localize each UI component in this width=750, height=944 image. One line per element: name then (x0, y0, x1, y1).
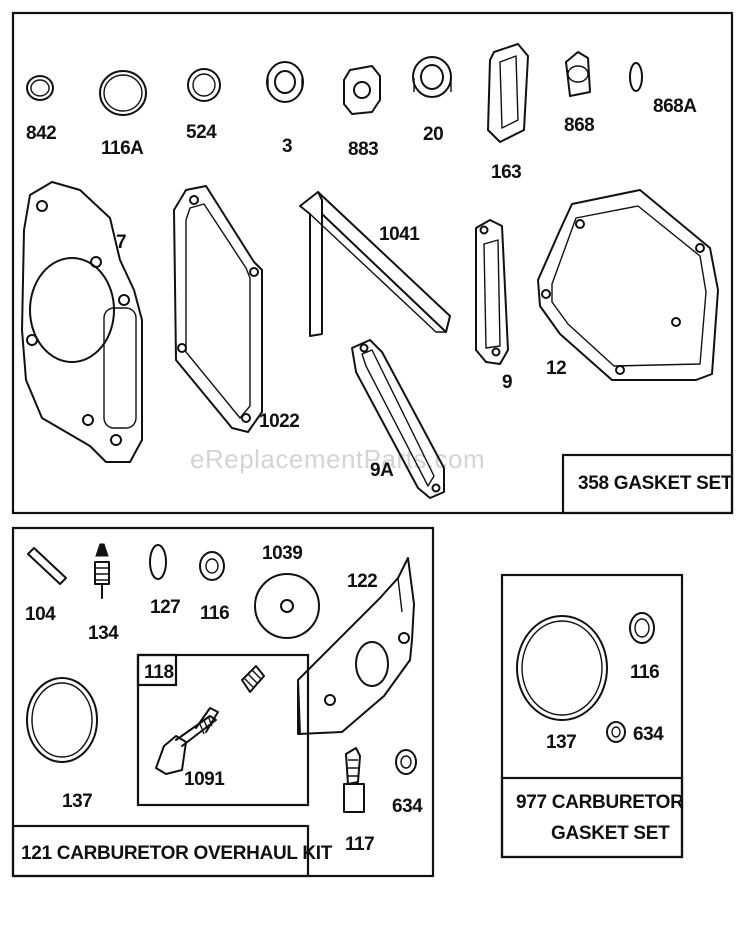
label-634: 634 (392, 796, 423, 817)
ring-116A-drawing (99, 70, 147, 116)
ring-137-drawing (26, 677, 98, 763)
label-116b: 116 (630, 662, 659, 683)
ring-116b-drawing (629, 612, 655, 644)
carb-gasket-title-1: 977 CARBURETOR (516, 792, 684, 813)
ring-634-drawing (395, 749, 417, 775)
ring-116-drawing (199, 551, 225, 581)
key-1041-drawing (299, 191, 451, 337)
gasket-set-title: 358 GASKET SET (578, 473, 733, 494)
label-634b: 634 (633, 724, 664, 745)
gasket-set-label-box (561, 453, 734, 515)
carb-gasket-title-2: GASKET SET (551, 823, 670, 844)
kit-118-box (136, 653, 310, 807)
label-12: 12 (546, 358, 566, 379)
label-3: 3 (282, 136, 292, 157)
label-127: 127 (150, 597, 180, 618)
label-9A: 9A (370, 460, 394, 481)
label-117: 117 (345, 834, 374, 855)
ring-137b-drawing (516, 615, 608, 721)
screw-1091-drawing (155, 665, 265, 775)
label-134: 134 (88, 623, 119, 644)
kit-118-label: 118 (144, 662, 174, 683)
insulator-122-drawing (297, 557, 415, 735)
label-868A: 868A (653, 96, 697, 117)
ring-868A-drawing (629, 62, 643, 92)
grommet-868-drawing (565, 51, 591, 97)
label-20: 20 (423, 124, 443, 145)
label-137: 137 (62, 791, 92, 812)
label-842: 842 (26, 123, 56, 144)
label-1091: 1091 (184, 769, 225, 790)
gasket-1022-drawing (173, 185, 263, 433)
ring-634b-drawing (606, 721, 626, 743)
label-116A: 116A (101, 138, 144, 159)
label-104: 104 (25, 604, 56, 625)
label-868: 868 (564, 115, 594, 136)
label-116: 116 (200, 603, 229, 624)
label-883: 883 (348, 139, 378, 160)
flange-883-drawing (343, 65, 381, 115)
kit-118-label-box (136, 653, 178, 687)
seal-3-drawing (266, 61, 304, 103)
label-163: 163 (491, 162, 521, 183)
ring-842-drawing (26, 75, 54, 101)
overhaul-label-box (11, 824, 310, 878)
label-9: 9 (502, 372, 512, 393)
gasket-12-drawing (537, 189, 719, 381)
gasket-163-drawing (487, 43, 529, 143)
label-1039: 1039 (262, 543, 302, 564)
label-1041: 1041 (379, 224, 420, 245)
gasket-7-drawing (21, 181, 143, 463)
label-1022: 1022 (259, 411, 299, 432)
carb-gasket-label-box (500, 776, 684, 859)
ring-127-drawing (149, 544, 167, 580)
label-122: 122 (347, 571, 377, 592)
seal-20-drawing (412, 56, 452, 98)
washer-1039-drawing (254, 573, 320, 639)
pin-104-drawing (27, 547, 67, 585)
carb-overhaul-title: 121 CARBURETOR OVERHAUL KIT (21, 843, 333, 864)
gasket-9-drawing (475, 219, 509, 365)
gasket-9A-drawing (351, 339, 445, 499)
needle-134-drawing (94, 543, 110, 599)
label-524: 524 (186, 122, 217, 143)
gasket-set-panel (11, 11, 734, 515)
label-137b: 137 (546, 732, 576, 753)
fitting-117-drawing (343, 747, 365, 813)
carb-gasket-panel (500, 573, 684, 859)
ring-524-drawing (187, 68, 221, 102)
watermark: eReplacementParts.com (190, 444, 485, 474)
label-7: 7 (116, 232, 126, 253)
